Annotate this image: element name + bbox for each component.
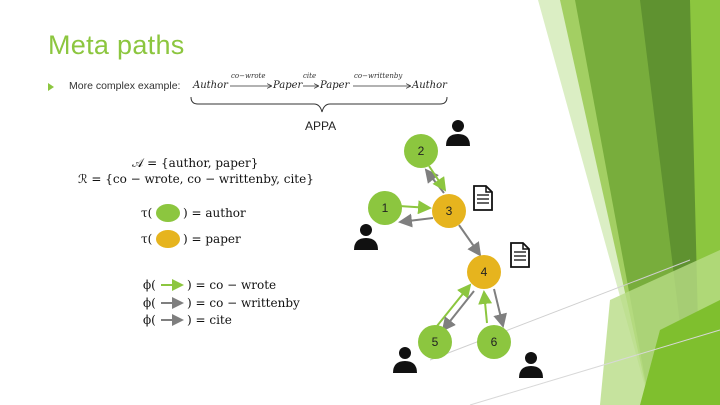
phi-co-writtenby-prefix: ϕ( <box>143 296 156 310</box>
edge-3-to-4 <box>458 224 482 257</box>
tau-paper-prefix: τ( <box>141 232 153 246</box>
graph-node-4-label: 4 <box>481 265 488 279</box>
phi-co-wrote-suffix: ) = co − wrote <box>187 278 277 292</box>
graph-node-1-label: 1 <box>382 201 389 215</box>
person-icon <box>354 224 378 250</box>
graph-node-5-label: 5 <box>432 335 439 349</box>
graph-node-5: 5 <box>418 325 452 359</box>
edge-4-to-5 <box>441 290 475 332</box>
edge-4-to-6 <box>493 288 507 328</box>
tau-author-suffix: ) = author <box>183 206 246 220</box>
graph-node-3: 3 <box>432 194 466 228</box>
person-icon <box>446 120 470 146</box>
graph-node-4: 4 <box>467 255 501 289</box>
person-icon <box>393 347 417 373</box>
tau-paper-suffix: ) = paper <box>183 232 241 246</box>
slide-title: Meta paths <box>48 30 185 60</box>
graph-node-2: 2 <box>404 134 438 168</box>
brace-label: APPA <box>305 119 337 133</box>
path-node-1: Author <box>193 80 228 91</box>
relation-label-co-writtenby: co−writtenby <box>354 72 403 80</box>
phi-cite-suffix: ) = cite <box>187 313 232 327</box>
graph-node-3-label: 3 <box>446 204 453 218</box>
bullet-arrow-icon <box>48 83 54 91</box>
equation-node-types: 𝒜 = {author, paper} <box>132 156 259 170</box>
edge-2-to-3 <box>428 165 447 192</box>
equation-relation-types: ℛ = {co − wrote, co − writtenby, cite} <box>78 172 314 186</box>
edge-1-to-3 <box>398 200 432 215</box>
phi-co-writtenby-suffix: ) = co − writtenby <box>187 296 300 310</box>
graph-node-6: 6 <box>477 325 511 359</box>
document-icon <box>473 185 493 211</box>
tau-author-prefix: τ( <box>141 206 153 220</box>
relation-label-co-wrote: co−wrote <box>231 72 266 80</box>
legend-author-node <box>156 204 180 222</box>
phi-co-wrote-prefix: ϕ( <box>143 278 156 292</box>
graph-node-1: 1 <box>368 191 402 225</box>
person-icon <box>519 352 543 378</box>
edge-3-to-1 <box>398 213 434 228</box>
path-node-4: Author <box>412 80 447 91</box>
graph-node-6-label: 6 <box>491 335 498 349</box>
edge-5-to-4 <box>436 283 472 327</box>
edge-6-to-4 <box>478 290 493 324</box>
path-node-3: Paper <box>320 80 350 91</box>
path-node-2: Paper <box>273 80 303 91</box>
document-icon <box>510 242 530 268</box>
bullet-prefix: More complex example: <box>69 80 181 92</box>
phi-cite-prefix: ϕ( <box>143 313 156 327</box>
legend-paper-node <box>156 230 180 248</box>
relation-label-cite: cite <box>303 72 317 80</box>
graph-node-2-label: 2 <box>418 144 425 158</box>
